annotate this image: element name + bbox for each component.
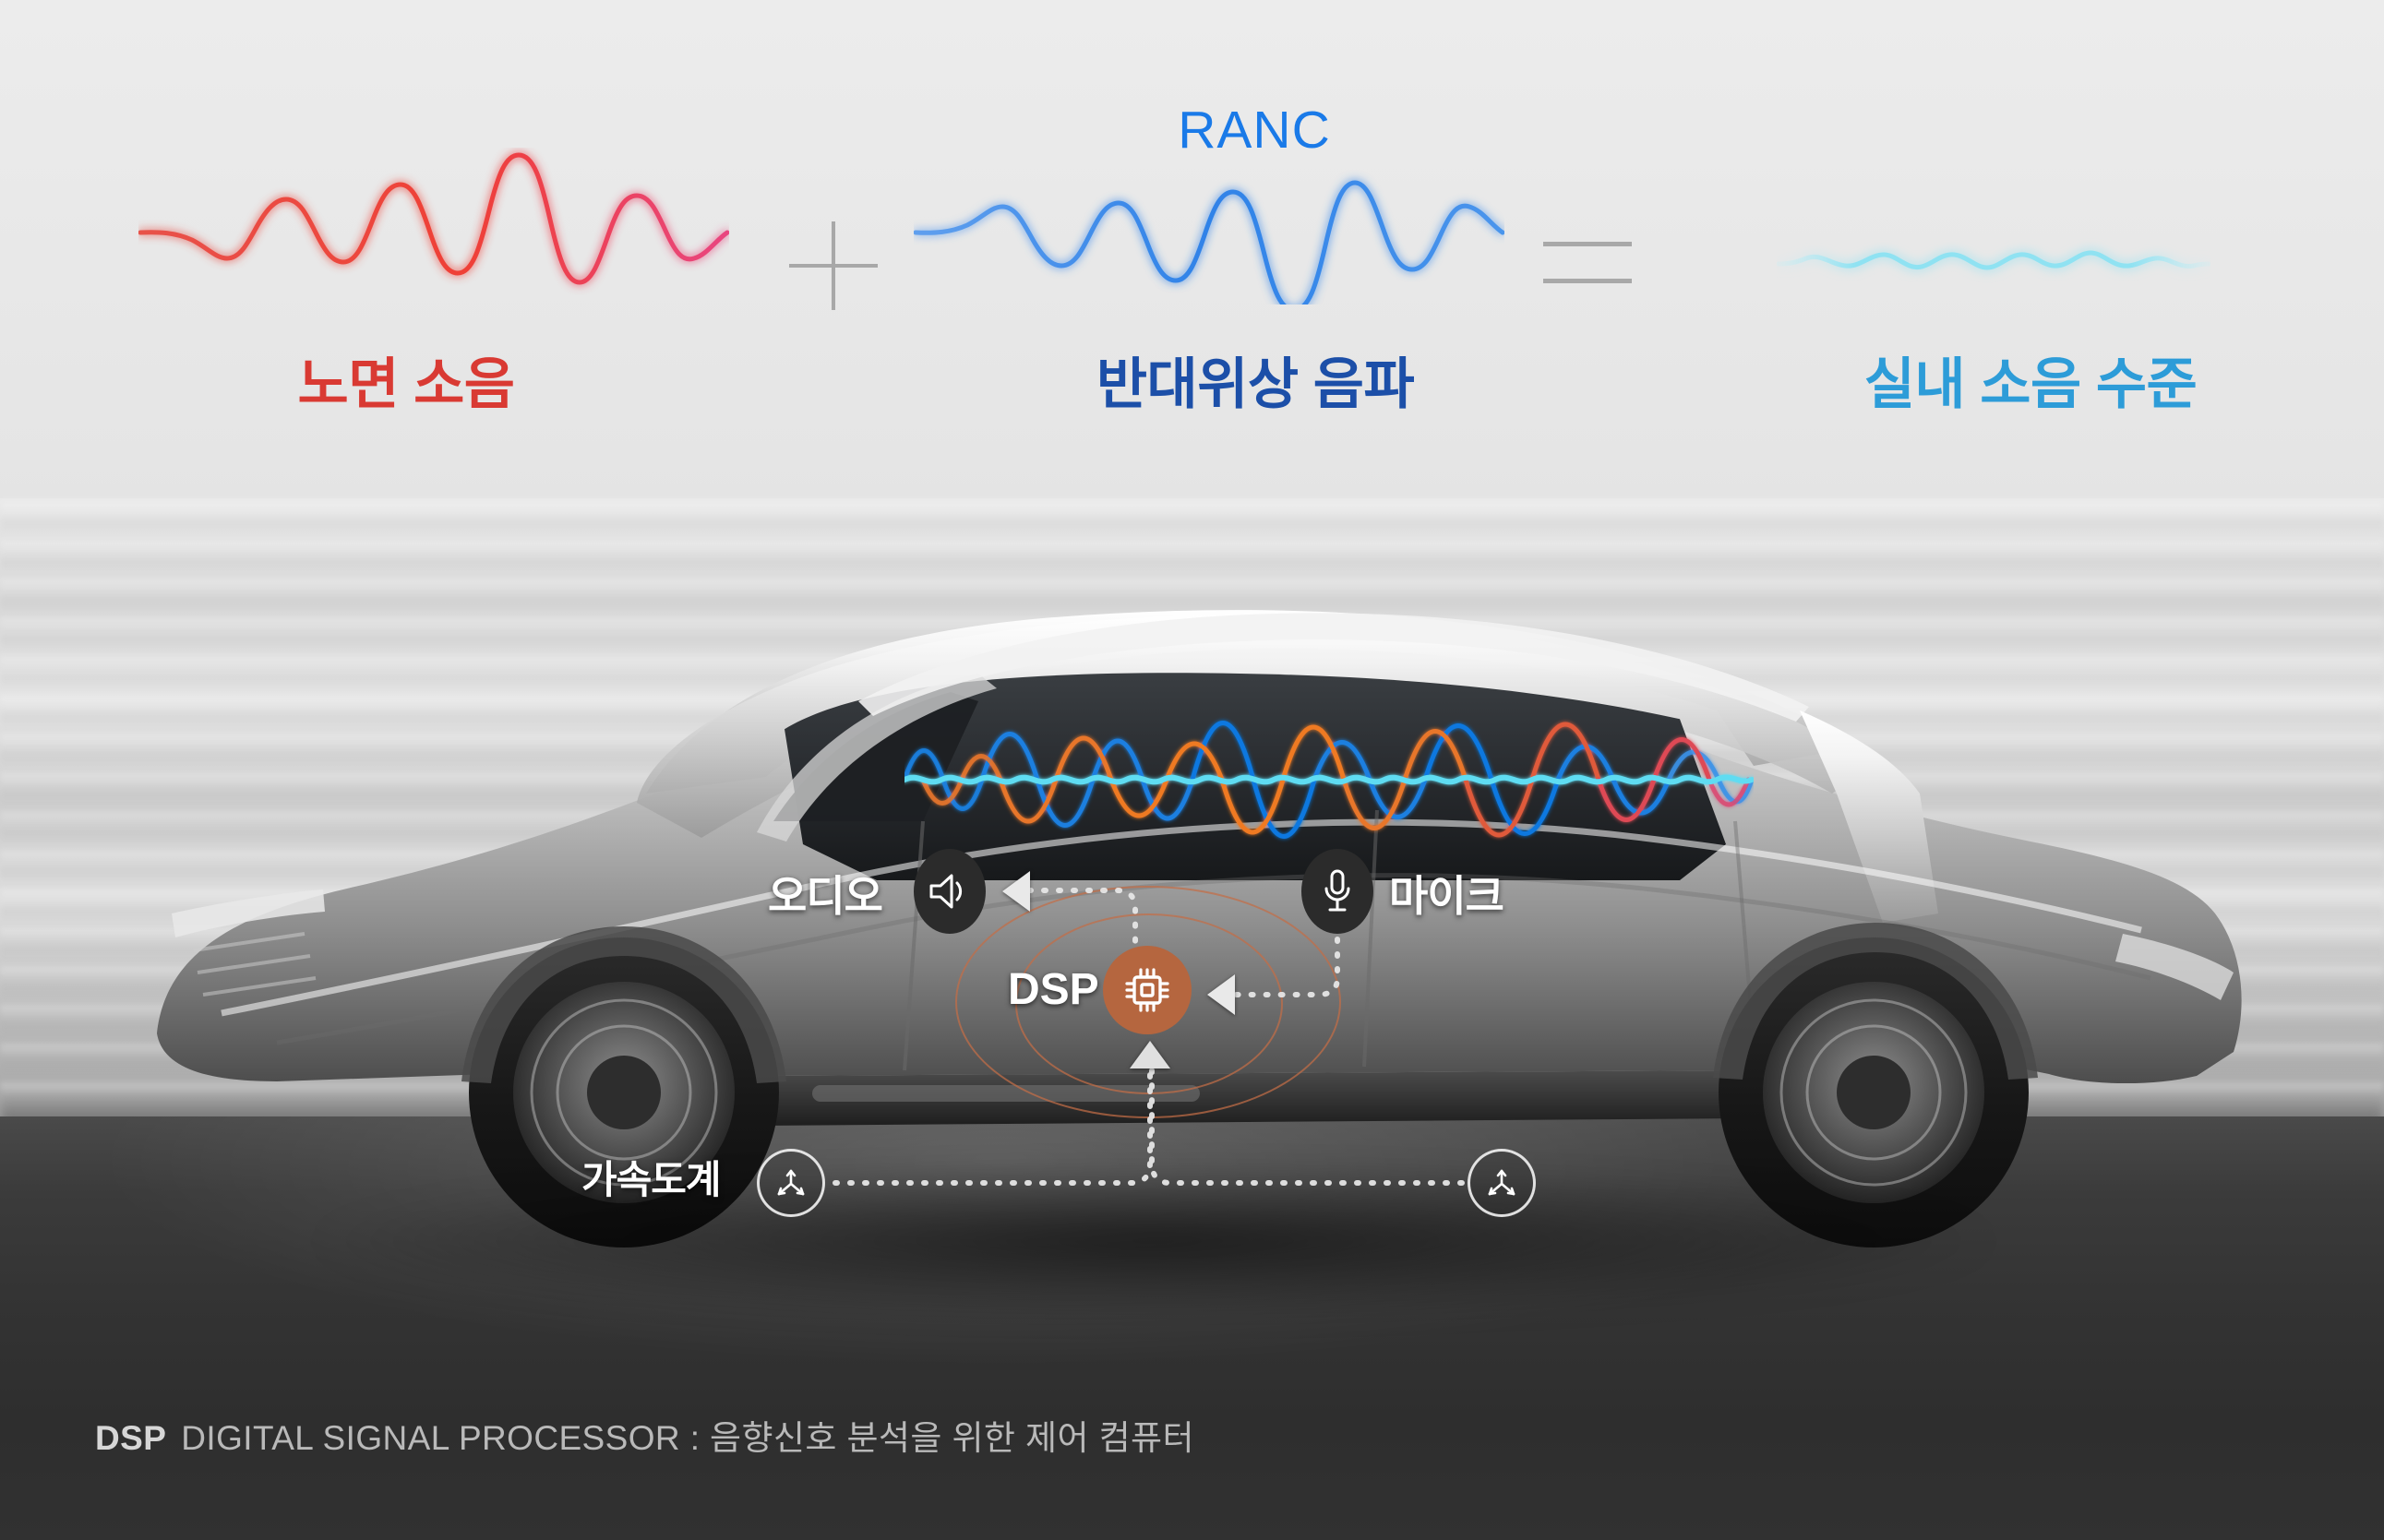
accelerometer-node-rear[interactable]: [1468, 1149, 1536, 1217]
footer-caption: DSP DIGITAL SIGNAL PROCESSOR : 음향신호 분석을 위…: [95, 1410, 1194, 1460]
dsp-sensor-arrow-icon: [1130, 1041, 1170, 1068]
road-noise-waveform: [138, 152, 729, 285]
cabin-interference-waves: [904, 721, 1754, 839]
audio-arrow-icon: [1002, 871, 1030, 912]
dsp-node[interactable]: [1103, 946, 1192, 1034]
background-sky: [0, 0, 2384, 572]
dsp-input-arrow-icon: [1207, 974, 1235, 1015]
chip-icon: [1125, 968, 1169, 1012]
plus-operator-icon: [789, 221, 878, 310]
accelerometer-node-front[interactable]: [757, 1149, 825, 1217]
ranc-title: RANC: [1178, 101, 1331, 160]
car-ground-shadow: [277, 1163, 2031, 1319]
dsp-label: DSP: [1008, 965, 1099, 1014]
microphone-node[interactable]: [1301, 849, 1373, 934]
accelerometer-label: 가속도계: [581, 1158, 722, 1201]
label-antiphase: 반대위상 음파: [1096, 353, 1415, 415]
speaker-icon: [929, 874, 963, 909]
accelerometer-icon: [1488, 1169, 1515, 1196]
footer-abbr: DSP: [95, 1419, 167, 1457]
cabin-noise-waveform: [1777, 250, 2210, 270]
label-road-noise: 노면 소음: [297, 353, 515, 415]
equals-operator-icon: [1543, 242, 1632, 286]
audio-label: 오디오: [768, 872, 883, 920]
label-cabin-noise-level: 실내 소음 수준: [1863, 353, 2198, 415]
audio-speaker-node[interactable]: [914, 849, 986, 934]
antiphase-waveform: [914, 180, 1504, 304]
microphone-icon: [1324, 869, 1350, 912]
footer-expansion: DIGITAL SIGNAL PROCESSOR : 음향신호 분석을 위한 제…: [181, 1419, 1194, 1457]
accelerometer-icon: [777, 1169, 805, 1196]
microphone-label: 마이크: [1389, 872, 1504, 920]
